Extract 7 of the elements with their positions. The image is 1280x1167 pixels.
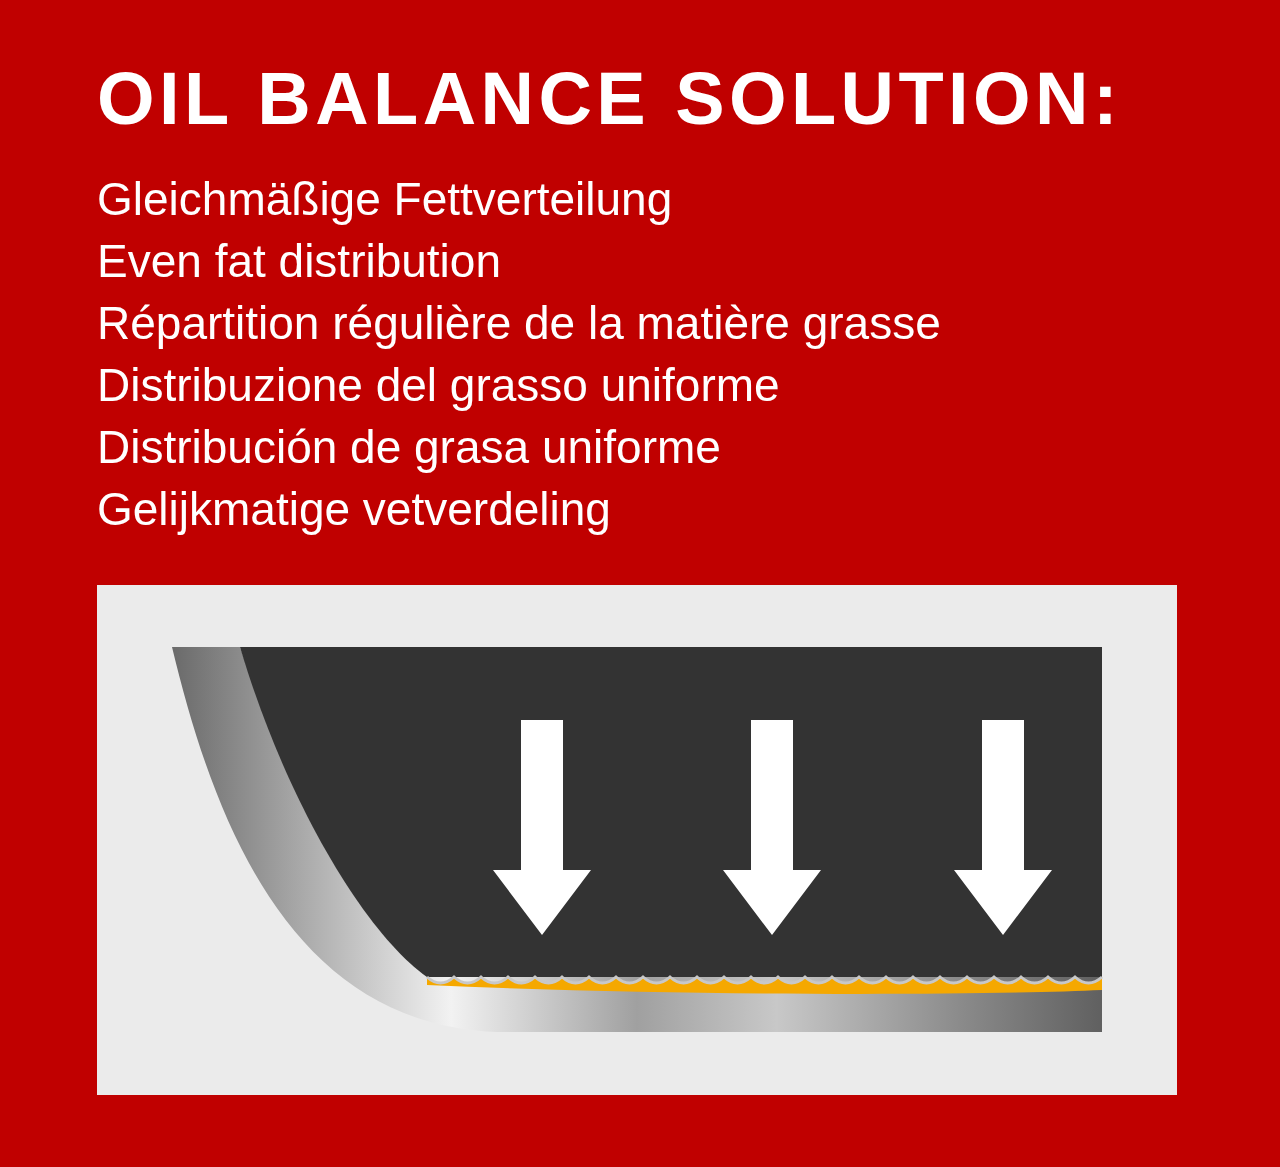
description-line: Répartition régulière de la matière grasse: [97, 296, 941, 351]
description-line: Gelijkmatige vetverdeling: [97, 482, 612, 537]
description-line: Gleichmäßige Fettverteilung: [97, 172, 674, 227]
description-line: Distribuzione del grasso uniforme: [97, 358, 781, 413]
description-line: Even fat distribution: [97, 234, 502, 289]
description-line: Distribución de grasa uniforme: [97, 420, 722, 475]
title: OIL BALANCE SOLUTION:: [97, 62, 1123, 136]
